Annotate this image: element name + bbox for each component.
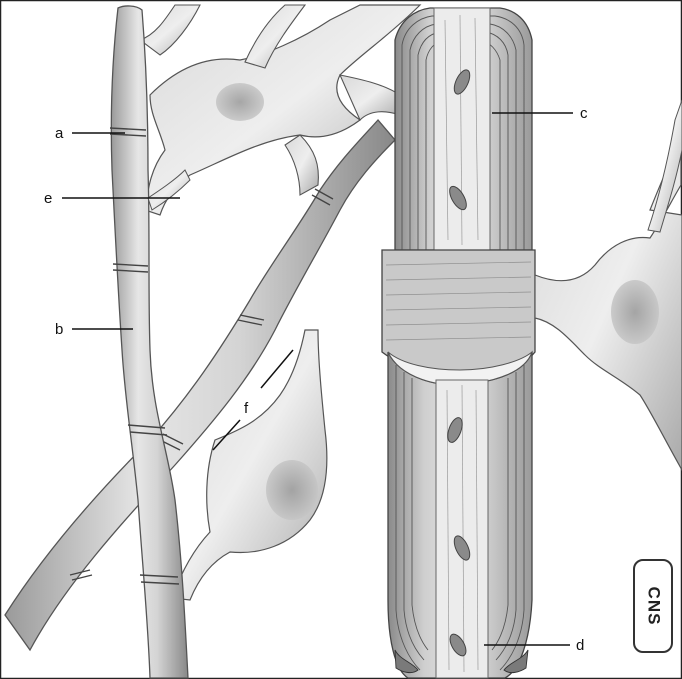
cns-badge: CNS [634, 560, 672, 652]
label-c: c [580, 105, 588, 122]
label-a: a [55, 125, 64, 142]
myelin-sheath-column [382, 8, 535, 678]
label-d: d [576, 637, 584, 654]
cns-badge-text: CNS [645, 587, 664, 626]
label-b: b [55, 321, 63, 338]
label-e: e [44, 190, 52, 207]
